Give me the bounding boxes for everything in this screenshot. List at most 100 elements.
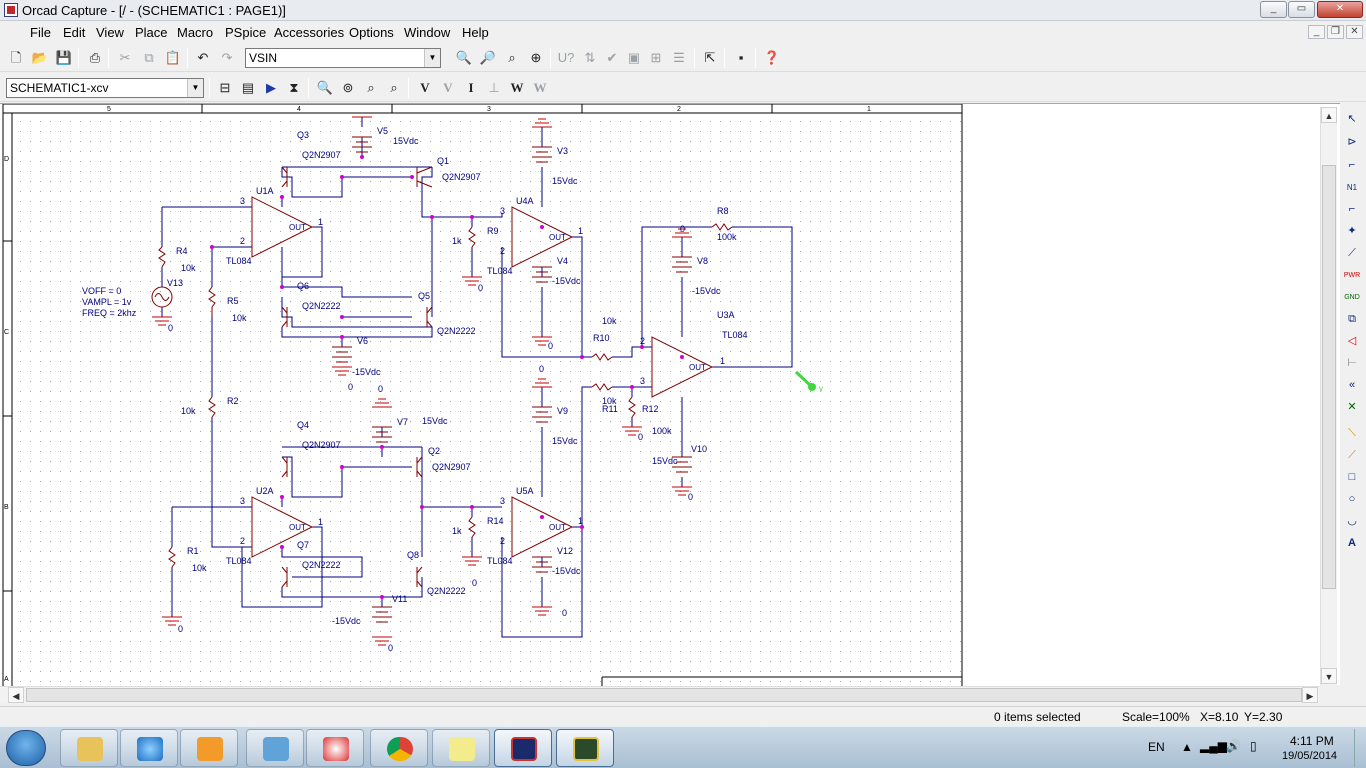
hierarchy-icon[interactable]: ▪ (738, 50, 744, 65)
schematic-label[interactable]: 2 (500, 536, 505, 546)
paste-icon[interactable]: 📋 (164, 50, 182, 65)
schematic-label[interactable]: V9 (557, 406, 568, 416)
taskbar-media-app[interactable] (306, 729, 364, 767)
schematic-label[interactable]: R5 (227, 296, 239, 306)
schematic-label[interactable]: 3 (240, 496, 245, 506)
schematic-label[interactable]: OUT (689, 363, 706, 372)
bom-icon[interactable]: ☰ (673, 50, 685, 65)
voltage-diff-marker-icon[interactable]: V (443, 80, 453, 95)
schematic-label[interactable]: -15Vdc (552, 566, 581, 576)
schematic-label[interactable]: Q2N2907 (442, 172, 481, 182)
orcad-app-icon[interactable] (4, 3, 18, 17)
bias-current-icon[interactable]: ⌕ (367, 80, 375, 95)
schematic-label[interactable]: 1 (318, 217, 323, 227)
place-pin-icon[interactable]: ⊢ (1347, 357, 1357, 369)
schematic-label[interactable]: 0 (638, 432, 643, 442)
close-button[interactable]: ✕ (1317, 1, 1363, 18)
taskbar-explorer[interactable] (60, 729, 118, 767)
schematic-label[interactable]: 3 (500, 496, 505, 506)
schematic-label[interactable]: TL084 (487, 266, 513, 276)
menu-window[interactable]: Window (404, 25, 451, 40)
scroll-up-arrow[interactable]: ▲ (1321, 107, 1337, 123)
schematic-label[interactable]: 0 (688, 492, 693, 502)
place-ellipse-icon[interactable]: ○ (1348, 493, 1356, 505)
scroll-thumb[interactable] (1322, 165, 1336, 589)
schematic-label[interactable]: R11 (602, 404, 618, 414)
schematic-label[interactable]: R4 (176, 246, 188, 256)
schematic-label[interactable]: 15Vdc (393, 136, 419, 146)
schematic-label[interactable]: 0 (478, 283, 483, 293)
place-off-page-connector-icon[interactable]: « (1348, 379, 1356, 391)
chevron-down-icon[interactable]: ▼ (424, 49, 440, 67)
schematic-label[interactable]: R1 (187, 546, 199, 556)
place-junction-icon[interactable]: ✦ (1347, 225, 1357, 237)
maximize-button[interactable]: ▭ (1288, 1, 1315, 18)
place-bus-entry-icon[interactable]: ⟋ (1348, 247, 1356, 259)
crossref-icon[interactable]: ⊞ (650, 50, 662, 65)
schematic-label[interactable]: VOFF = 0 (82, 286, 121, 296)
menu-edit[interactable]: Edit (63, 25, 86, 40)
current-marker-icon[interactable]: I (468, 80, 474, 95)
show-hidden-icons-icon[interactable]: ▲ (1181, 740, 1193, 754)
schematic-label[interactable]: Q2 (428, 446, 440, 456)
place-text-icon[interactable]: A (1348, 537, 1356, 549)
zoom-out-icon[interactable]: 🔎 (479, 50, 497, 65)
schematic-label[interactable]: 15Vdc (652, 456, 678, 466)
clock-date[interactable]: 19/05/2014 (1282, 750, 1338, 762)
schematic-label[interactable]: 3 (500, 206, 505, 216)
schematic-label[interactable]: OUT (289, 223, 306, 232)
schematic-label[interactable]: 10k (181, 406, 196, 416)
schematic-label[interactable]: U4A (516, 196, 534, 206)
place-no-connect-icon[interactable]: ✕ (1347, 401, 1357, 413)
schematic-label[interactable]: 2 (240, 536, 245, 546)
schematic-label[interactable]: 2 (240, 236, 245, 246)
schematic-label[interactable]: 1 (578, 226, 583, 236)
back-annotate-icon[interactable]: ⇅ (584, 50, 596, 65)
new-sim-profile-icon[interactable]: ⊟ (219, 80, 231, 95)
network-icon[interactable]: ▂▄▆ (1200, 739, 1227, 753)
schematic-label[interactable]: 10k (181, 263, 196, 273)
place-part-icon[interactable]: ⊳ (1347, 136, 1357, 148)
schematic-label[interactable]: 1k (452, 236, 462, 246)
schematic-label[interactable]: 10k (602, 396, 617, 406)
schematic-label[interactable]: Q5 (418, 291, 430, 301)
taskbar-chrome[interactable] (370, 729, 428, 767)
schematic-label[interactable]: R14 (487, 516, 504, 526)
schematic-label[interactable]: R10 (593, 333, 610, 343)
voltage-probe-marker[interactable]: v (794, 370, 823, 393)
schematic-label[interactable]: 0 (388, 643, 393, 653)
schematic-label[interactable]: V12 (557, 546, 573, 556)
save-icon[interactable]: 💾 (55, 50, 73, 65)
schematic-label[interactable]: V5 (377, 126, 388, 136)
schematic-label[interactable]: Q6 (297, 281, 309, 291)
schematic-label[interactable]: U2A (256, 486, 274, 496)
battery-icon[interactable]: ▯ (1250, 739, 1257, 753)
zoom-all-icon[interactable]: ⊕ (530, 50, 542, 65)
select-pointer-icon[interactable]: ↖ (1347, 113, 1357, 125)
menu-macro[interactable]: Macro (177, 25, 214, 40)
menu-view[interactable]: View (96, 25, 124, 40)
schematic-label[interactable]: 15Vdc (552, 176, 578, 186)
taskbar-sticky-notes[interactable] (432, 729, 490, 767)
schematic-label[interactable]: 0 (472, 578, 477, 588)
scroll-thumb-h[interactable] (26, 688, 1302, 702)
place-polyline-icon[interactable]: ⟋ (1348, 449, 1356, 461)
schematic-label[interactable]: U3A (717, 310, 735, 320)
schematic-label[interactable]: U1A (256, 186, 274, 196)
schematic-label[interactable]: TL084 (226, 256, 252, 266)
mdi-close-button[interactable]: ✕ (1346, 25, 1363, 39)
schematic-label[interactable]: 0 (548, 341, 553, 351)
schematic-label[interactable]: Q7 (297, 540, 309, 550)
schematic-label[interactable]: Q2N2222 (302, 301, 341, 311)
schematic-label[interactable]: V11 (392, 594, 407, 604)
schematic-label[interactable]: V7 (397, 417, 408, 427)
schematic-label[interactable]: R2 (227, 396, 239, 406)
netlist-icon[interactable]: ▣ (627, 50, 641, 65)
schematic-label[interactable]: 1 (578, 516, 583, 526)
place-bus-icon[interactable]: ⌐ (1348, 203, 1356, 215)
menu-pspice[interactable]: PSpice (225, 25, 267, 40)
zoom-tools-icon[interactable]: 🔍 (316, 80, 334, 95)
taskbar-pspice-probe[interactable] (556, 729, 614, 767)
schematic-label[interactable]: Q2N2907 (302, 150, 341, 160)
